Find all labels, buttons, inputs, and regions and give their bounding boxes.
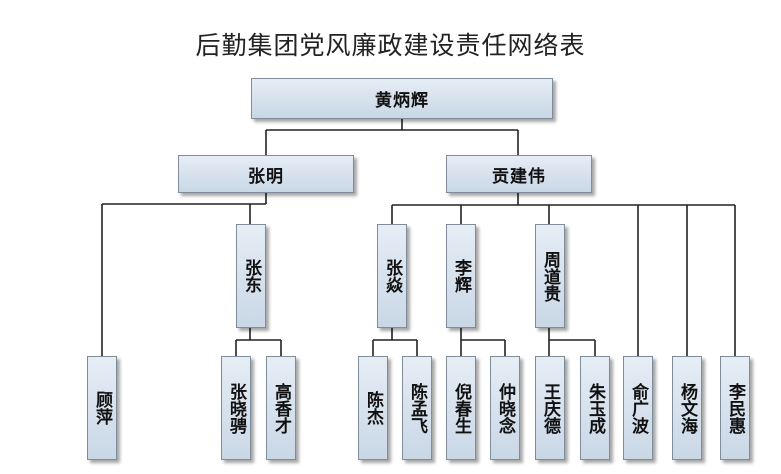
node-leaf: 倪春生 — [446, 356, 476, 460]
connector-zhangming — [101, 193, 267, 356]
node-leaf: 陈杰 — [358, 356, 388, 460]
node-level2: 张明 — [178, 155, 354, 193]
node-level2: 贡建伟 — [446, 155, 592, 193]
node-leaf: 王庆德 — [535, 356, 565, 460]
connector-zhoudaogui — [548, 328, 596, 356]
node-level3: 李辉 — [446, 224, 476, 328]
connector-zhangyan — [372, 328, 418, 356]
node-leaf: 李民惠 — [720, 356, 750, 460]
connector-gongjianwei — [391, 193, 736, 356]
node-level3: 张焱 — [377, 224, 407, 328]
connector-zhangdong — [235, 328, 282, 356]
node-leaf: 陈孟飞 — [402, 356, 432, 460]
node-leaf: 杨文海 — [672, 356, 702, 460]
node-level3: 周道贵 — [535, 224, 565, 328]
node-level3: 张东 — [236, 224, 266, 328]
node-leaf: 顾萍 — [87, 356, 117, 460]
node-leaf: 高香才 — [266, 356, 296, 460]
node-leaf: 张晓骋 — [221, 356, 251, 460]
node-root: 黄炳辉 — [251, 78, 553, 119]
node-leaf: 俞广波 — [623, 356, 653, 460]
connector-lihui — [460, 328, 506, 356]
chart-title: 后勤集团党风廉政建设责任网络表 — [195, 31, 586, 60]
connector-root — [265, 119, 519, 155]
node-leaf: 仲晓念 — [490, 356, 520, 460]
node-leaf: 朱玉成 — [580, 356, 610, 460]
